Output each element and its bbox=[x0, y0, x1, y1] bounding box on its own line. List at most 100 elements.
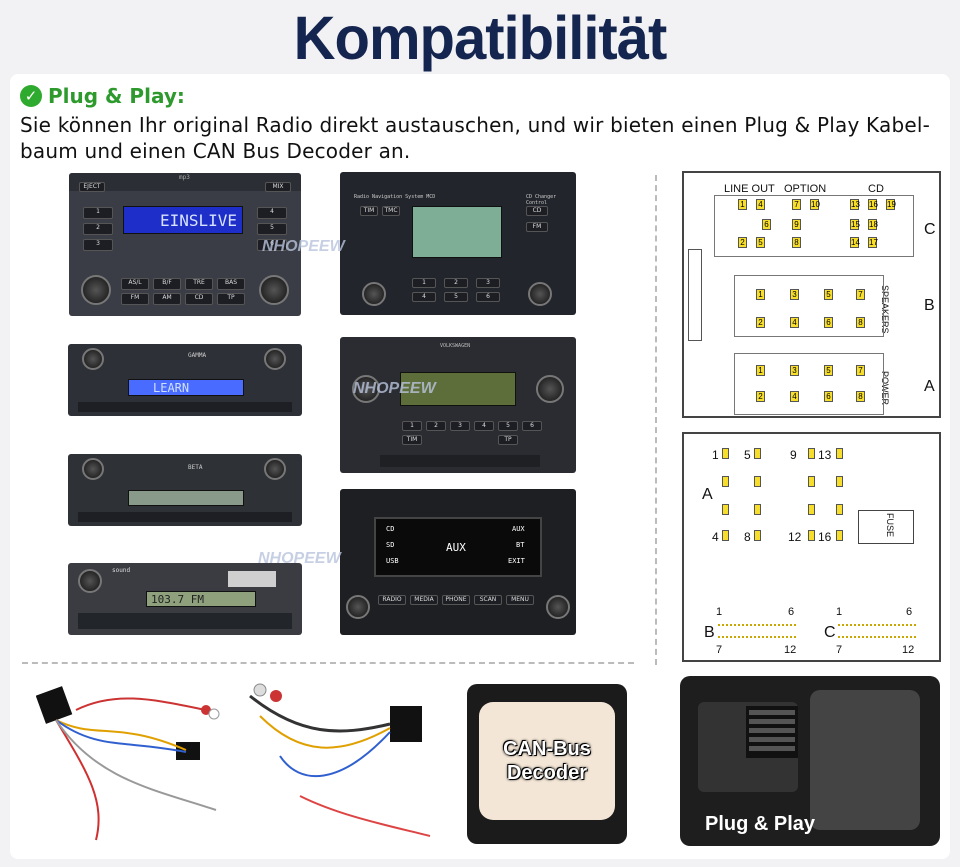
menu-aux[interactable]: AUX bbox=[512, 525, 525, 533]
radio-btn[interactable]: CD bbox=[185, 293, 213, 305]
radio-brand: sound bbox=[112, 567, 131, 574]
menu-button[interactable]: MENU bbox=[506, 595, 534, 605]
pin-a5: 5 bbox=[824, 365, 833, 376]
menu-exit[interactable]: EXIT bbox=[508, 557, 525, 565]
pin-b8: 8 bbox=[856, 317, 865, 328]
tune-knob[interactable] bbox=[259, 275, 289, 305]
iso-pin bbox=[808, 476, 815, 487]
pin-a4: 4 bbox=[790, 391, 799, 402]
preset-5[interactable]: 5 bbox=[257, 223, 287, 235]
watermark: NHOPEEW bbox=[262, 238, 345, 255]
tune-knob[interactable] bbox=[536, 375, 564, 403]
media-button[interactable]: MEDIA bbox=[410, 595, 438, 605]
radio-btn[interactable]: BAS bbox=[217, 278, 245, 290]
radio-button[interactable]: RADIO bbox=[378, 595, 406, 605]
preset-2[interactable]: 2 bbox=[83, 223, 113, 235]
preset-1[interactable]: 1 bbox=[402, 421, 422, 431]
volume-knob[interactable] bbox=[82, 458, 104, 480]
plug-play-intro: ✓ Plug & Play: Sie können Ihr original R… bbox=[20, 84, 945, 164]
preset-6[interactable]: 6 bbox=[522, 421, 542, 431]
preset-6[interactable]: 6 bbox=[257, 239, 287, 251]
preset-5[interactable]: 5 bbox=[498, 421, 518, 431]
volume-knob[interactable] bbox=[81, 275, 111, 305]
preset-row bbox=[78, 512, 292, 522]
tune-knob[interactable] bbox=[546, 595, 570, 619]
preset-3[interactable]: 3 bbox=[476, 278, 500, 288]
pin-c19: 19 bbox=[886, 199, 896, 210]
plug-play-heading: Plug & Play: bbox=[48, 84, 185, 108]
pin-b5: 5 bbox=[824, 289, 833, 300]
menu-cd[interactable]: CD bbox=[386, 525, 395, 533]
volume-knob[interactable] bbox=[352, 375, 380, 403]
pin-a3: 3 bbox=[790, 365, 799, 376]
phone-button[interactable]: PHONE bbox=[442, 595, 470, 605]
tmc-button[interactable]: TMC bbox=[382, 206, 400, 216]
preset-2[interactable]: 2 bbox=[444, 278, 468, 288]
volume-knob[interactable] bbox=[78, 569, 102, 593]
menu-bt[interactable]: BT bbox=[516, 541, 525, 549]
side-b-label: B bbox=[924, 297, 935, 314]
connector-c bbox=[714, 195, 914, 257]
preset-1[interactable]: 1 bbox=[412, 278, 436, 288]
preset-5[interactable]: 5 bbox=[444, 292, 468, 302]
menu-usb[interactable]: USB bbox=[386, 557, 399, 565]
pinout-quadlock-diagram: LINE OUT OPTION CD C B A SPEAKERS POWER … bbox=[682, 171, 941, 418]
radio-btn[interactable]: AS/L bbox=[121, 278, 149, 290]
radio-btn[interactable]: TRE bbox=[185, 278, 213, 290]
iso-pin bbox=[722, 448, 729, 459]
mix-button[interactable]: MIX bbox=[265, 182, 291, 192]
radio-btn[interactable]: B/F bbox=[153, 278, 181, 290]
num-8: 8 bbox=[744, 530, 751, 544]
preset-3[interactable]: 3 bbox=[83, 239, 113, 251]
num-1: 1 bbox=[712, 448, 719, 462]
side-a-label: A bbox=[924, 378, 935, 395]
preset-6[interactable]: 6 bbox=[476, 292, 500, 302]
fm-button[interactable]: FM bbox=[526, 222, 548, 232]
preset-4[interactable]: 4 bbox=[474, 421, 494, 431]
radio-btn[interactable]: AM bbox=[153, 293, 181, 305]
scan-button[interactable]: SCAN bbox=[474, 595, 502, 605]
nav-screen bbox=[412, 206, 502, 258]
volume-knob[interactable] bbox=[82, 348, 104, 370]
b-range-6: 6 bbox=[788, 606, 795, 618]
tim-button[interactable]: TIM bbox=[402, 435, 422, 445]
b-label: B bbox=[704, 624, 715, 641]
tune-knob[interactable] bbox=[264, 348, 286, 370]
preset-4[interactable]: 4 bbox=[412, 292, 436, 302]
tp-button[interactable]: TP bbox=[498, 435, 518, 445]
radio-btn[interactable]: FM bbox=[121, 293, 149, 305]
preset-2[interactable]: 2 bbox=[426, 421, 446, 431]
num-9: 9 bbox=[790, 448, 797, 462]
speakers-label: SPEAKERS bbox=[880, 285, 890, 334]
b-range-12: 12 bbox=[784, 644, 797, 656]
pin-c9: 9 bbox=[792, 219, 801, 230]
menu-sd[interactable]: SD bbox=[386, 541, 395, 549]
preset-3[interactable]: 3 bbox=[450, 421, 470, 431]
radio-beta: BETA bbox=[68, 454, 302, 526]
cd-button[interactable]: CD bbox=[526, 206, 548, 216]
connector-a bbox=[734, 353, 884, 415]
radio-brand: mp3 bbox=[179, 174, 190, 181]
iso-pin bbox=[808, 530, 815, 541]
power-label: POWER bbox=[880, 371, 890, 406]
pin-c10: 10 bbox=[810, 199, 820, 210]
preset-1[interactable]: 1 bbox=[83, 207, 113, 219]
lcd-display: EINSLIVE bbox=[160, 211, 238, 230]
c-range-7: 7 bbox=[836, 644, 843, 656]
tune-knob[interactable] bbox=[528, 282, 552, 306]
cassette-buttons[interactable] bbox=[228, 571, 276, 587]
radio-mcd-navigation: Radio Navigation System MCD CD Changer C… bbox=[340, 172, 576, 315]
iso-pin bbox=[754, 530, 761, 541]
power-knob[interactable] bbox=[346, 595, 370, 619]
tim-button[interactable]: TIM bbox=[360, 206, 378, 216]
radio-header-right: CD Changer Control bbox=[526, 194, 557, 206]
radio-btn[interactable]: TP bbox=[217, 293, 245, 305]
tune-knob[interactable] bbox=[264, 458, 286, 480]
eject-button[interactable]: EJECT bbox=[79, 182, 105, 192]
preset-4[interactable]: 4 bbox=[257, 207, 287, 219]
horizontal-divider bbox=[22, 662, 634, 664]
pin-a6: 6 bbox=[824, 391, 833, 402]
volume-knob[interactable] bbox=[362, 282, 386, 306]
page-title: Kompatibilität bbox=[293, 4, 668, 73]
decoder-label: CAN-Bus Decoder bbox=[503, 738, 591, 784]
